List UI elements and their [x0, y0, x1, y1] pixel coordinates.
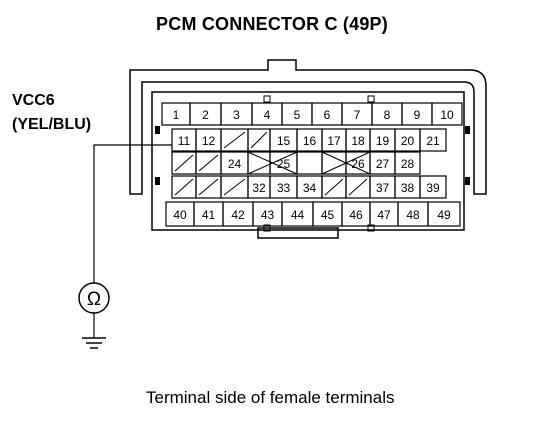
terminal-number: 33: [277, 181, 291, 195]
side-tab-left-bottom: [155, 177, 160, 185]
bottom-notch-left: [263, 224, 271, 232]
terminal-cell: [394, 151, 421, 175]
terminal-number: 2: [202, 108, 209, 122]
terminal-number: 17: [327, 134, 341, 148]
terminal-cell: [247, 151, 271, 175]
terminal-number: 9: [414, 108, 421, 122]
top-notch-left: [263, 95, 271, 103]
terminal-number: 6: [324, 108, 331, 122]
terminal-number: 44: [291, 208, 305, 222]
terminal-number: 20: [401, 134, 415, 148]
blank-cavity-cross: [321, 151, 371, 175]
side-tab-left-top: [155, 126, 160, 134]
terminal-number: 15: [277, 134, 291, 148]
terminal-number: 19: [376, 134, 390, 148]
terminal-number: 11: [178, 134, 191, 148]
unused-cell-slash: [223, 178, 246, 196]
unused-cell-slash: [198, 154, 219, 172]
terminal-number: 39: [426, 181, 440, 195]
unused-cell-slash: [250, 131, 268, 149]
terminal-number: 3: [233, 108, 240, 122]
terminal-number: 16: [303, 134, 317, 148]
terminal-number: 37: [376, 181, 390, 195]
terminal-cell: [419, 175, 447, 199]
blank-cavity-cross: [247, 151, 298, 175]
top-notch-right: [367, 95, 375, 103]
bottom-notch-right: [367, 224, 375, 232]
unused-cell-slash: [324, 178, 344, 196]
terminal-number: 4: [264, 108, 271, 122]
terminal-number: 25: [277, 157, 291, 171]
side-tab-right-top: [465, 126, 470, 134]
terminal-number: 32: [252, 181, 266, 195]
ohm-icon: Ω: [87, 289, 101, 310]
terminal-number: 49: [437, 208, 451, 222]
terminal-number: 41: [202, 208, 216, 222]
unused-cell-slash: [348, 178, 368, 196]
terminal-number: 42: [231, 208, 245, 222]
terminal-number: 38: [401, 181, 415, 195]
wire-color: (YEL/BLU): [12, 116, 92, 133]
connector-title: PCM CONNECTOR C (49P): [156, 14, 388, 34]
side-tab-right-bottom: [465, 177, 470, 185]
terminal-cell: [427, 201, 461, 227]
connector-shell: [151, 91, 465, 231]
terminal-number: 7: [354, 108, 361, 122]
unused-cell-slash: [198, 178, 219, 196]
terminal-number: 34: [303, 181, 317, 195]
terminal-number: 43: [261, 208, 275, 222]
terminal-number: 27: [376, 157, 390, 171]
terminal-number: 40: [173, 208, 187, 222]
terminal-cell: [419, 128, 447, 152]
terminal-number: 18: [351, 134, 365, 148]
connector-housing-outer: [129, 59, 487, 195]
terminal-number: 45: [321, 208, 335, 222]
terminal-number: 47: [377, 208, 391, 222]
terminal-cell: [321, 151, 347, 175]
probe-wire: [93, 144, 172, 283]
terminal-number: 12: [202, 134, 216, 148]
terminal-cell: [296, 151, 323, 175]
terminal-number: 5: [294, 108, 301, 122]
terminal-number: 48: [406, 208, 420, 222]
unused-cell-slash: [174, 154, 194, 172]
terminal-number: 8: [384, 108, 391, 122]
terminal-number: 28: [401, 157, 415, 171]
terminal-number: 21: [426, 134, 440, 148]
connector-bottom-key: [257, 227, 339, 239]
wire-name: VCC6: [12, 92, 55, 109]
terminal-number: 1: [173, 108, 180, 122]
terminal-number: 24: [228, 157, 242, 171]
footer-caption: Terminal side of female terminals: [146, 388, 395, 407]
unused-cell-slash: [174, 178, 194, 196]
terminal-cell: [431, 102, 463, 126]
terminal-number: 46: [349, 208, 363, 222]
unused-cell-slash: [223, 131, 246, 149]
terminal-number: 10: [440, 108, 454, 122]
